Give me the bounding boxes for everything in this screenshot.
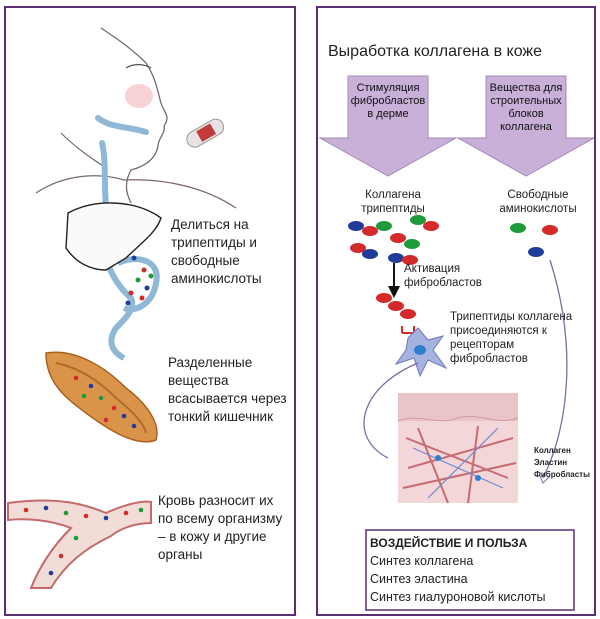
skin-label-fibroblasts: Фибробласты — [534, 470, 590, 479]
skin-label-collagen: Коллаген — [534, 446, 571, 455]
skin-cross-section — [397, 393, 519, 504]
left-panel: Делиться на трипептиды и свободные амино… — [4, 6, 296, 616]
receptor-attach-label: Трипептиды коллагена присоединяются к ре… — [450, 311, 573, 365]
intestine-illustration — [45, 351, 158, 443]
benefit-item: Синтез коллагена — [370, 554, 474, 568]
step-absorption-text: Разделенные вещества всасывается через т… — [168, 355, 287, 424]
liver-illustration — [65, 202, 162, 271]
step-circulation-text: Кровь разносит их по всему организму – в… — [158, 493, 283, 562]
arrow-building-blocks — [456, 75, 594, 177]
activation-label: Активация фибробластов — [404, 263, 482, 289]
capsule-icon — [186, 118, 225, 148]
receptor-tripeptide — [376, 293, 416, 334]
benefits-box — [365, 529, 575, 611]
stomach-molecules — [125, 255, 154, 306]
tripeptides-label: Коллагена трипептиды — [361, 189, 425, 215]
free-amino-label: Свободные аминокислоты — [499, 189, 577, 215]
blood-vessel-illustration — [7, 499, 152, 589]
page-title: Выработка коллагена в коже — [328, 43, 543, 60]
tripeptide-molecules — [348, 215, 439, 265]
arrow-building-blocks-label: Вещества для строительных блоков коллаге… — [489, 82, 563, 133]
benefit-item: Синтез гиалуроновой кислоты — [370, 590, 546, 604]
right-panel: Выработка коллагена в коже — [316, 6, 596, 616]
arrow-stimulation — [318, 75, 458, 177]
digestion-illustration — [7, 27, 237, 589]
skin-label-elastin: Эластин — [534, 458, 568, 467]
benefits-title: ВОЗДЕЙСТВИЕ И ПОЛЬЗА — [370, 536, 528, 550]
arrow-stimulation-label: Стимуляция фибробластов в дерме — [350, 82, 426, 120]
face-profile — [35, 27, 237, 209]
activation-arrow — [388, 263, 400, 298]
collagen-diagram — [318, 75, 594, 611]
benefit-item: Синтез эластина — [370, 572, 468, 586]
step-digestion-text: Делиться на трипептиды и свободные амино… — [171, 217, 262, 286]
free-amino-acids — [510, 223, 558, 257]
